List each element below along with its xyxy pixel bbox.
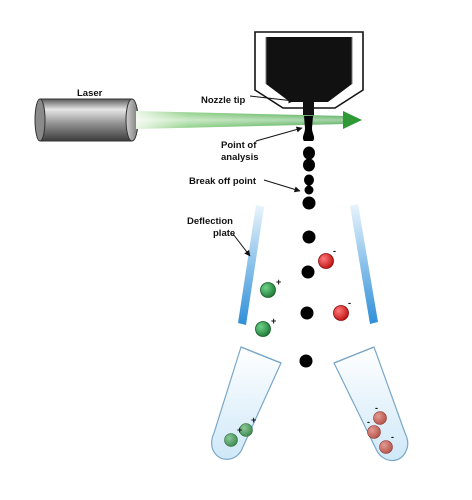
deflection-plate-label-line2: plate <box>213 228 235 239</box>
laser-beam <box>136 111 362 129</box>
point-of-analysis-label-line2: analysis <box>221 152 259 163</box>
sample-stream <box>302 116 315 141</box>
negative-charge-sign: - <box>391 432 394 442</box>
deflection-plate-label-line1: Deflection <box>187 216 233 227</box>
uncharged-droplets <box>299 196 316 368</box>
point-of-analysis-label-line1: Point of <box>221 140 257 151</box>
positive-charge-sign: + <box>271 316 276 326</box>
collection-tube-right: - - - <box>333 346 409 462</box>
nozzle <box>254 31 364 116</box>
droplet-formation <box>303 146 315 195</box>
positive-charge-sign: + <box>276 277 281 287</box>
negative-charge-sign: - <box>348 298 351 308</box>
deflection-plate-left <box>238 205 264 325</box>
positive-charge-sign: + <box>237 425 242 435</box>
positive-droplets: + + <box>255 277 281 337</box>
laser-beam-arrowhead <box>343 111 362 129</box>
negative-charge-sign: - <box>367 417 370 427</box>
nozzle-tip-label: Nozzle tip <box>201 95 246 106</box>
positive-charge-sign: + <box>251 415 256 425</box>
collection-tube-left: + + <box>211 346 282 460</box>
laser-device <box>34 98 139 142</box>
negative-charge-sign: - <box>375 403 378 413</box>
negative-droplets: - - <box>318 246 351 321</box>
nozzle-tip-orifice <box>303 100 314 116</box>
laser-label: Laser <box>77 88 103 99</box>
negative-charge-sign: - <box>333 246 336 256</box>
break-off-point-label: Break off point <box>189 176 257 187</box>
deflection-plate-right <box>350 204 378 324</box>
leader-lines <box>232 95 303 257</box>
